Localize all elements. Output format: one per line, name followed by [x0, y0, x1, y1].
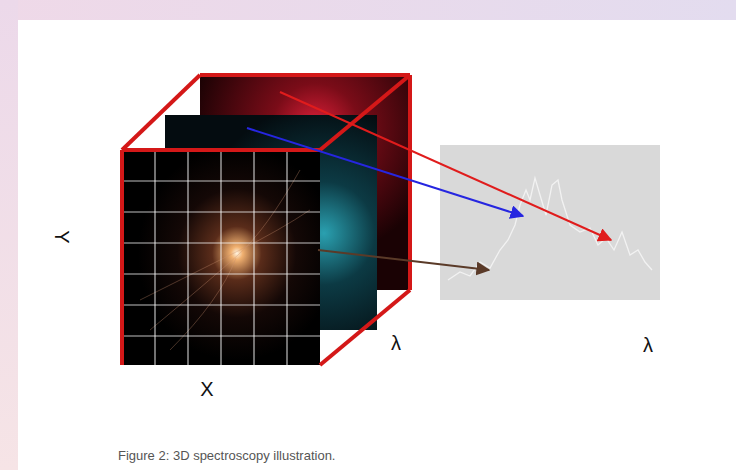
axis-label: X — [200, 378, 213, 400]
front-slice — [122, 150, 320, 365]
top-band — [0, 0, 736, 20]
spaxel-grid — [122, 150, 320, 365]
blue-arrow — [247, 128, 523, 216]
left-band — [0, 0, 18, 470]
axis-label: λ — [643, 334, 653, 356]
white-panel — [18, 20, 736, 470]
axis-label: Y — [51, 230, 73, 243]
cube-outline — [122, 75, 410, 365]
brown-arrow — [318, 250, 489, 270]
spectrum-panel — [440, 145, 660, 300]
spectrum-curve — [448, 178, 652, 280]
galaxy-streaks — [140, 170, 310, 350]
axis-label: λ — [391, 332, 401, 354]
red-arrow — [280, 92, 611, 240]
figure-caption: Figure 2: 3D spectroscopy illustration. — [118, 448, 335, 464]
